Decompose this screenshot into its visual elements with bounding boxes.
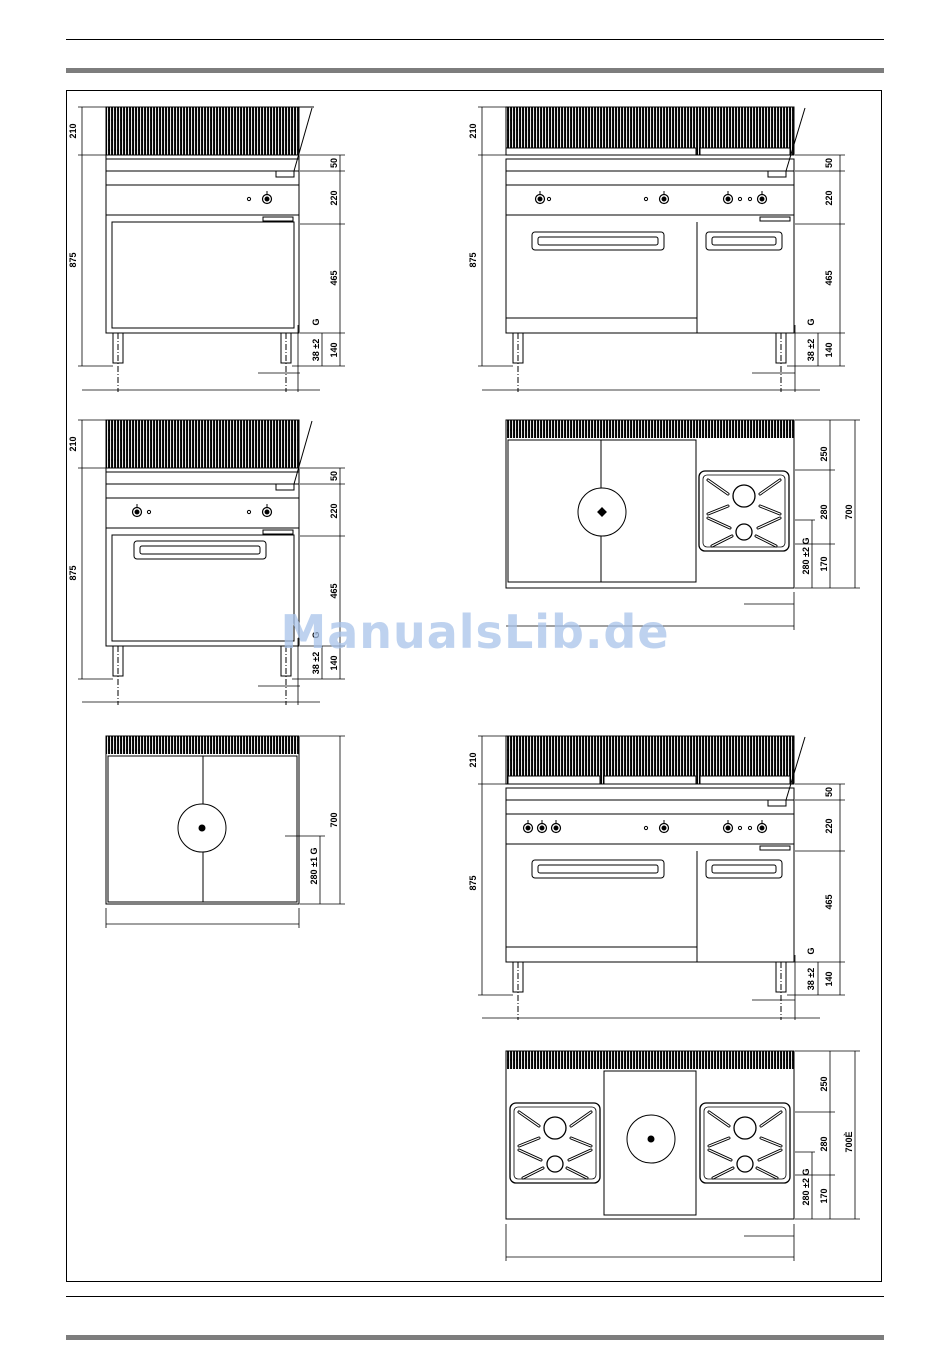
dim-280-g-tv3: 280 ±2 G [801,1169,811,1206]
dim-g-v4: G [806,947,816,954]
dim-50-v2: 50 [329,471,339,481]
dim-875-v2: 875 [68,565,78,580]
dim-38-v4: 38 ±2 [806,968,816,990]
dim-50-v4: 50 [824,787,834,797]
dim-140-v1: 140 [329,342,339,357]
dimension-labels: 210 875 50 220 465 140 38 ±2 G 210 875 5… [68,123,854,1205]
front-view-1 [106,107,314,392]
dim-140-v3: 140 [824,342,834,357]
dim-465-v2: 465 [329,583,339,598]
dim-465-v4: 465 [824,894,834,909]
front-view-3 [506,107,805,392]
dim-465-v1: 465 [329,270,339,285]
top-view-plate-and-burners [506,420,794,588]
top-view-burners-plate-burners [506,1051,794,1219]
dim-250-tv3: 250 [819,1076,829,1091]
dim-210-v4: 210 [468,752,478,767]
watermark: ManualsLib.de [0,605,950,659]
dim-220-v2: 220 [329,503,339,518]
dim-170-tv2: 170 [819,556,829,571]
dim-210-v3: 210 [468,123,478,138]
front-view-2 [106,420,312,705]
dim-g-v3: G [806,318,816,325]
dims-top-view-plate-and-burners [506,420,860,630]
dim-280-g-tv1: 280 ±1 G [309,848,319,885]
dim-280-g-tv2: 280 ±2 G [801,538,811,575]
dim-g-v1: G [311,318,321,325]
dim-210-v1: 210 [68,123,78,138]
dim-140-v4: 140 [824,971,834,986]
dim-170-tv3: 170 [819,1188,829,1203]
dim-875-v3: 875 [468,252,478,267]
dim-465-v3: 465 [824,270,834,285]
dim-50-v3: 50 [824,158,834,168]
dim-700-tv3: 700È [844,1131,854,1152]
dim-38-v3: 38 ±2 [806,339,816,361]
dim-38-v1: 38 ±2 [311,339,321,361]
dim-700-tv2: 700 [844,504,854,519]
dim-210-v2: 210 [68,436,78,451]
dim-280-tv2: 280 [819,504,829,519]
dim-700-tv1: 700 [329,812,339,827]
dim-220-v3: 220 [824,190,834,205]
dim-220-v1: 220 [329,190,339,205]
dim-875-v4: 875 [468,875,478,890]
front-view-4 [506,736,805,1020]
dim-250-tv2: 250 [819,446,829,461]
dim-280-tv3: 280 [819,1136,829,1151]
top-view-single [106,736,299,904]
dim-50-v1: 50 [329,158,339,168]
dim-875-v1: 875 [68,252,78,267]
dim-220-v4: 220 [824,818,834,833]
